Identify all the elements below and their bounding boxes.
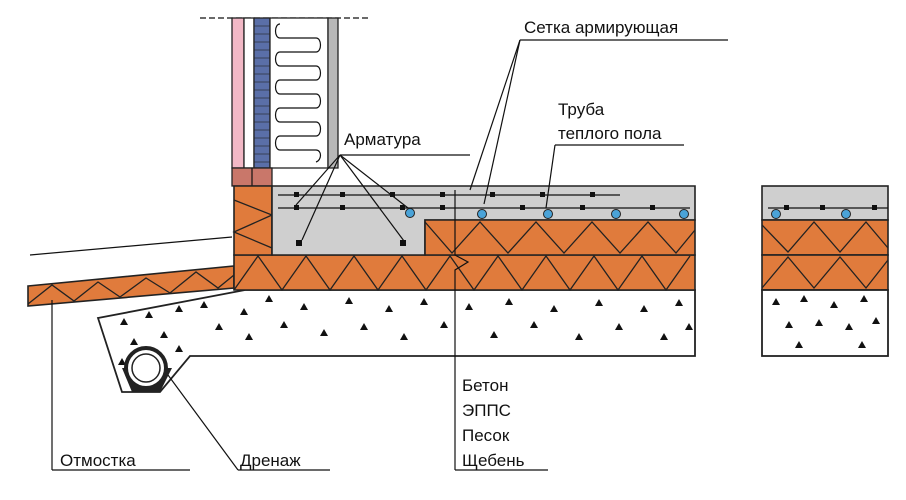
label-heating-pipe-line2: теплого пола [558, 124, 662, 143]
label-reinforcing-mesh: Сетка армирующая [524, 18, 678, 37]
insulation-wave-symbol [274, 23, 322, 163]
gravel-layer [96, 289, 696, 393]
label-layer-sand: Песок [462, 426, 510, 445]
ground-line [29, 236, 233, 256]
gravel-stones [118, 295, 693, 365]
blind-area [27, 236, 235, 307]
foundation-slab-left [232, 185, 696, 470]
foundation-slab-right [761, 185, 889, 357]
leader-lines [51, 39, 728, 471]
rebar-dots [294, 192, 655, 246]
label-layer-epps: ЭППС [462, 401, 511, 420]
drainage-pipe [122, 346, 172, 392]
label-drainage: Дренаж [240, 451, 301, 470]
perimeter-insulation [233, 185, 273, 256]
perimeter-hatching [232, 199, 274, 249]
epps-layer [424, 219, 696, 256]
label-layer-concrete: Бетон [462, 376, 508, 395]
wall-facade-hatching [254, 25, 270, 163]
wall-air-gap [243, 17, 255, 169]
label-blind-area: Отмостка [60, 451, 136, 470]
sand-hatching [233, 254, 691, 292]
wall-facade-brick [253, 17, 271, 169]
label-heating-pipe-line1: Труба [558, 100, 605, 119]
blind-area-hatching [27, 271, 235, 305]
wall-insulation [269, 17, 329, 169]
wall [200, 17, 370, 187]
heating-pipes [405, 208, 689, 219]
label-layer-gravel: Щебень [462, 451, 525, 470]
label-rebar: Арматура [344, 130, 421, 149]
wall-finish-layer [231, 17, 245, 169]
layer-callout-line [454, 190, 470, 470]
wall-inner-layer [327, 17, 339, 169]
epps-hatching [424, 221, 696, 254]
